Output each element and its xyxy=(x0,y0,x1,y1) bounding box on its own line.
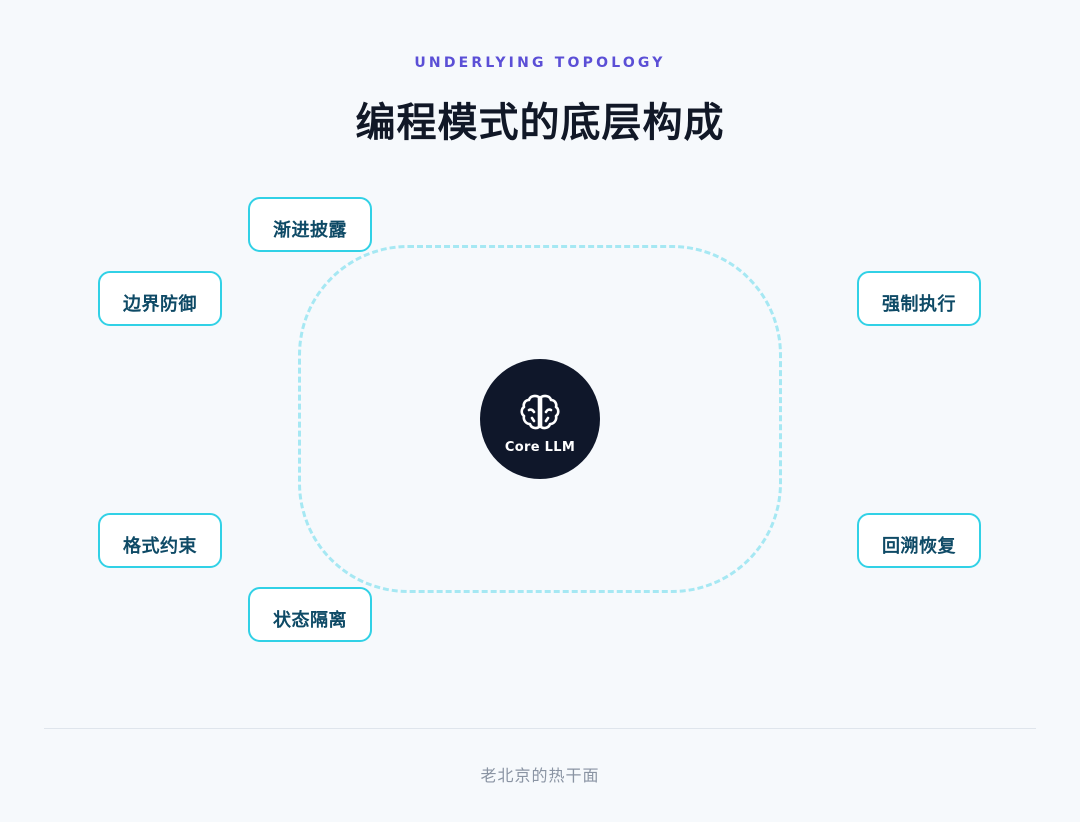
core-label: Core LLM xyxy=(504,439,576,455)
core-node: Core LLM xyxy=(480,359,600,479)
footer-text: 老北京的热干面 xyxy=(480,766,600,785)
node-format-constraint: 格式约束 xyxy=(98,513,222,568)
node-state-isolation: 状态隔离 xyxy=(248,587,372,642)
page-title: 编程模式的底层构成 xyxy=(355,100,725,146)
brain-icon xyxy=(520,394,560,429)
node-rollback-recovery: 回溯恢复 xyxy=(857,513,981,568)
orbit-ring xyxy=(298,245,782,593)
node-enforcement: 强制执行 xyxy=(857,271,981,326)
node-boundary-defense: 边界防御 xyxy=(98,271,222,326)
eyebrow-label: UNDERLYING TOPOLOGY xyxy=(414,55,666,71)
node-progressive-disclosure: 渐进披露 xyxy=(248,197,372,252)
footer-divider xyxy=(44,728,1036,729)
